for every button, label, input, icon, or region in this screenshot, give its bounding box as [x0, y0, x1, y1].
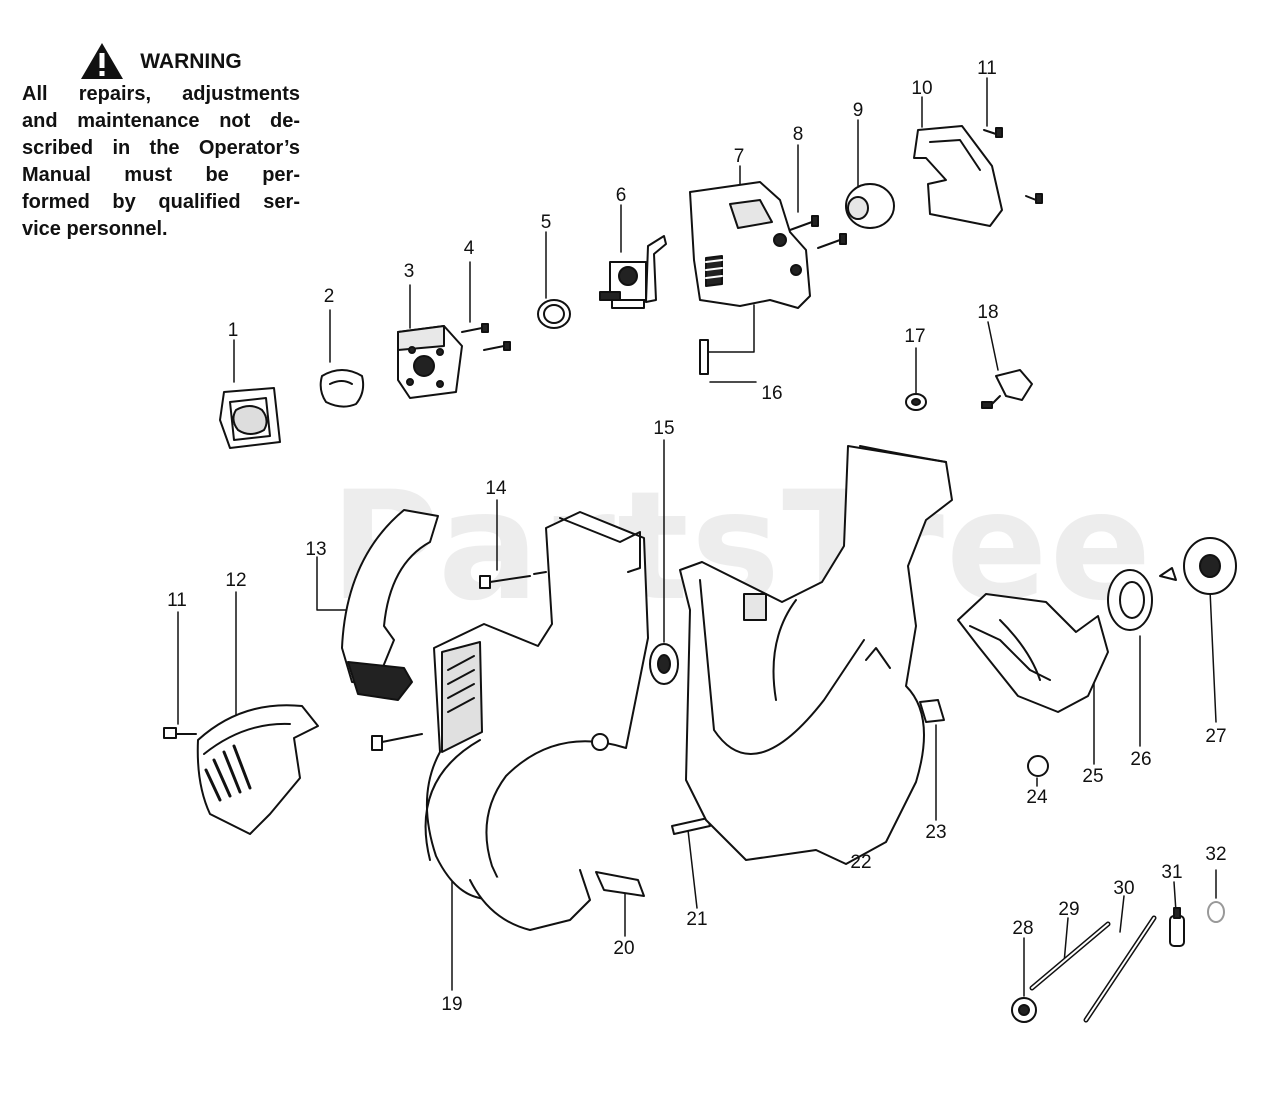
flywheel-part — [1159, 537, 1237, 595]
fuel-line-part — [1029, 921, 1111, 991]
callout-9: 9 — [853, 100, 864, 121]
knob-part — [981, 369, 1033, 409]
fuel-line-part — [1083, 915, 1157, 1023]
callout-labels: 1 2 3 4 5 6 7 8 9 10 11 11 12 13 14 15 1… — [167, 58, 1226, 1015]
callout-11b: 11 — [167, 590, 187, 611]
callout-20: 20 — [613, 938, 634, 959]
engine-cover-part — [196, 704, 319, 835]
callout-26: 26 — [1130, 749, 1151, 770]
pin-part — [671, 817, 711, 835]
callout-22: 22 — [850, 852, 871, 873]
callout-16: 16 — [761, 383, 782, 404]
impeller-part — [957, 593, 1109, 713]
callout-21: 21 — [686, 909, 707, 930]
warning-line: vice personnel. — [22, 218, 168, 240]
filter-housing-part — [689, 181, 811, 309]
warning-line: and maintenance not de- — [22, 110, 300, 132]
warning-line: scribed in the Operator’s — [22, 137, 300, 159]
callout-29: 29 — [1058, 899, 1079, 920]
callout-27: 27 — [1205, 726, 1226, 747]
washer-part — [1107, 569, 1153, 631]
seal-part — [1011, 997, 1037, 1023]
bolt-part — [371, 733, 423, 751]
callout-4: 4 — [464, 238, 475, 259]
warning-line: Manual must be per- — [22, 164, 300, 186]
callout-14: 14 — [485, 478, 507, 499]
screw-pair-part — [789, 215, 847, 249]
fuel-filter-part — [1169, 907, 1185, 947]
callout-5: 5 — [541, 212, 552, 233]
warning-header: WARNING — [22, 42, 300, 80]
callout-32: 32 — [1205, 844, 1226, 865]
nut-part — [905, 393, 927, 411]
callout-13: 13 — [305, 539, 326, 560]
bolt-part — [479, 571, 547, 589]
callout-3: 3 — [404, 261, 415, 282]
warning-icon — [81, 43, 124, 79]
callout-12: 12 — [225, 570, 246, 591]
warning-title: WARNING — [140, 49, 242, 73]
cap-part — [1027, 755, 1049, 777]
handle-part — [341, 509, 439, 701]
filter-cover-part — [913, 125, 1003, 227]
pin-part — [699, 339, 709, 375]
callout-8: 8 — [793, 124, 804, 145]
callout-6: 6 — [616, 185, 627, 206]
warning-line: All repairs, adjustments — [22, 83, 300, 105]
callout-17: 17 — [904, 326, 925, 347]
leader-lines — [177, 77, 1217, 997]
callout-2: 2 — [324, 286, 335, 307]
gasket-part — [219, 387, 281, 449]
clip-part — [595, 871, 645, 897]
heat-shield-part — [319, 369, 365, 408]
grommet-part — [919, 699, 945, 723]
blower-housing-part — [679, 445, 953, 865]
callout-25: 25 — [1082, 766, 1103, 787]
callout-28: 28 — [1012, 918, 1033, 939]
callout-10: 10 — [911, 78, 932, 99]
cover-screw-part — [163, 727, 197, 739]
callout-7: 7 — [734, 146, 745, 167]
intake-block-part — [397, 325, 463, 399]
bolt-pair-part — [461, 323, 511, 351]
carburetor-part — [599, 235, 667, 309]
callout-1: 1 — [228, 320, 239, 341]
warning-notice: WARNING All repairs, adjustments and mai… — [22, 42, 300, 243]
callout-24: 24 — [1026, 787, 1048, 808]
filter-element-part — [845, 183, 895, 229]
callout-31: 31 — [1161, 862, 1182, 883]
callout-15: 15 — [653, 418, 674, 439]
gasket-ring-part — [537, 299, 571, 329]
fan-housing-part — [424, 511, 649, 931]
callout-19: 19 — [441, 994, 462, 1015]
callout-30: 30 — [1113, 878, 1134, 899]
callout-18: 18 — [977, 302, 998, 323]
callout-23: 23 — [925, 822, 946, 843]
cover-screw-part — [983, 127, 1043, 204]
small-cap-part — [1207, 901, 1225, 923]
spacer-part — [649, 643, 679, 685]
warning-line: formed by qualified ser- — [22, 191, 300, 213]
callout-11: 11 — [977, 58, 997, 79]
